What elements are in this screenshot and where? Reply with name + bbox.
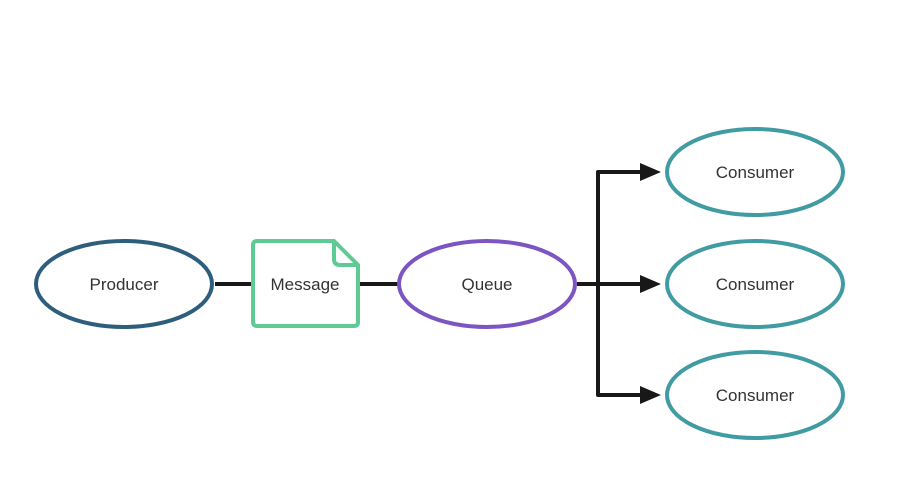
producer-label: Producer [90,275,159,294]
consumer-node-3 [665,350,845,440]
message-note-fold-icon [332,241,358,267]
consumer-node-1 [665,127,845,217]
arrowhead-bottom-icon [640,386,661,404]
arrowhead-middle-icon [640,275,661,293]
queue-node [397,239,577,329]
message-note-shape [251,239,360,328]
producer-node [34,239,214,329]
consumer-label-1: Consumer [716,163,795,182]
edge-queue-consumer-top [596,170,641,284]
consumer-label-3: Consumer [716,386,795,405]
message-label: Message [271,275,340,294]
edge-queue-consumer-bottom [596,284,641,397]
queue-label: Queue [461,275,512,294]
arrowhead-top-icon [640,163,661,181]
consumer-label-2: Consumer [716,275,795,294]
consumer-node-2 [665,239,845,329]
